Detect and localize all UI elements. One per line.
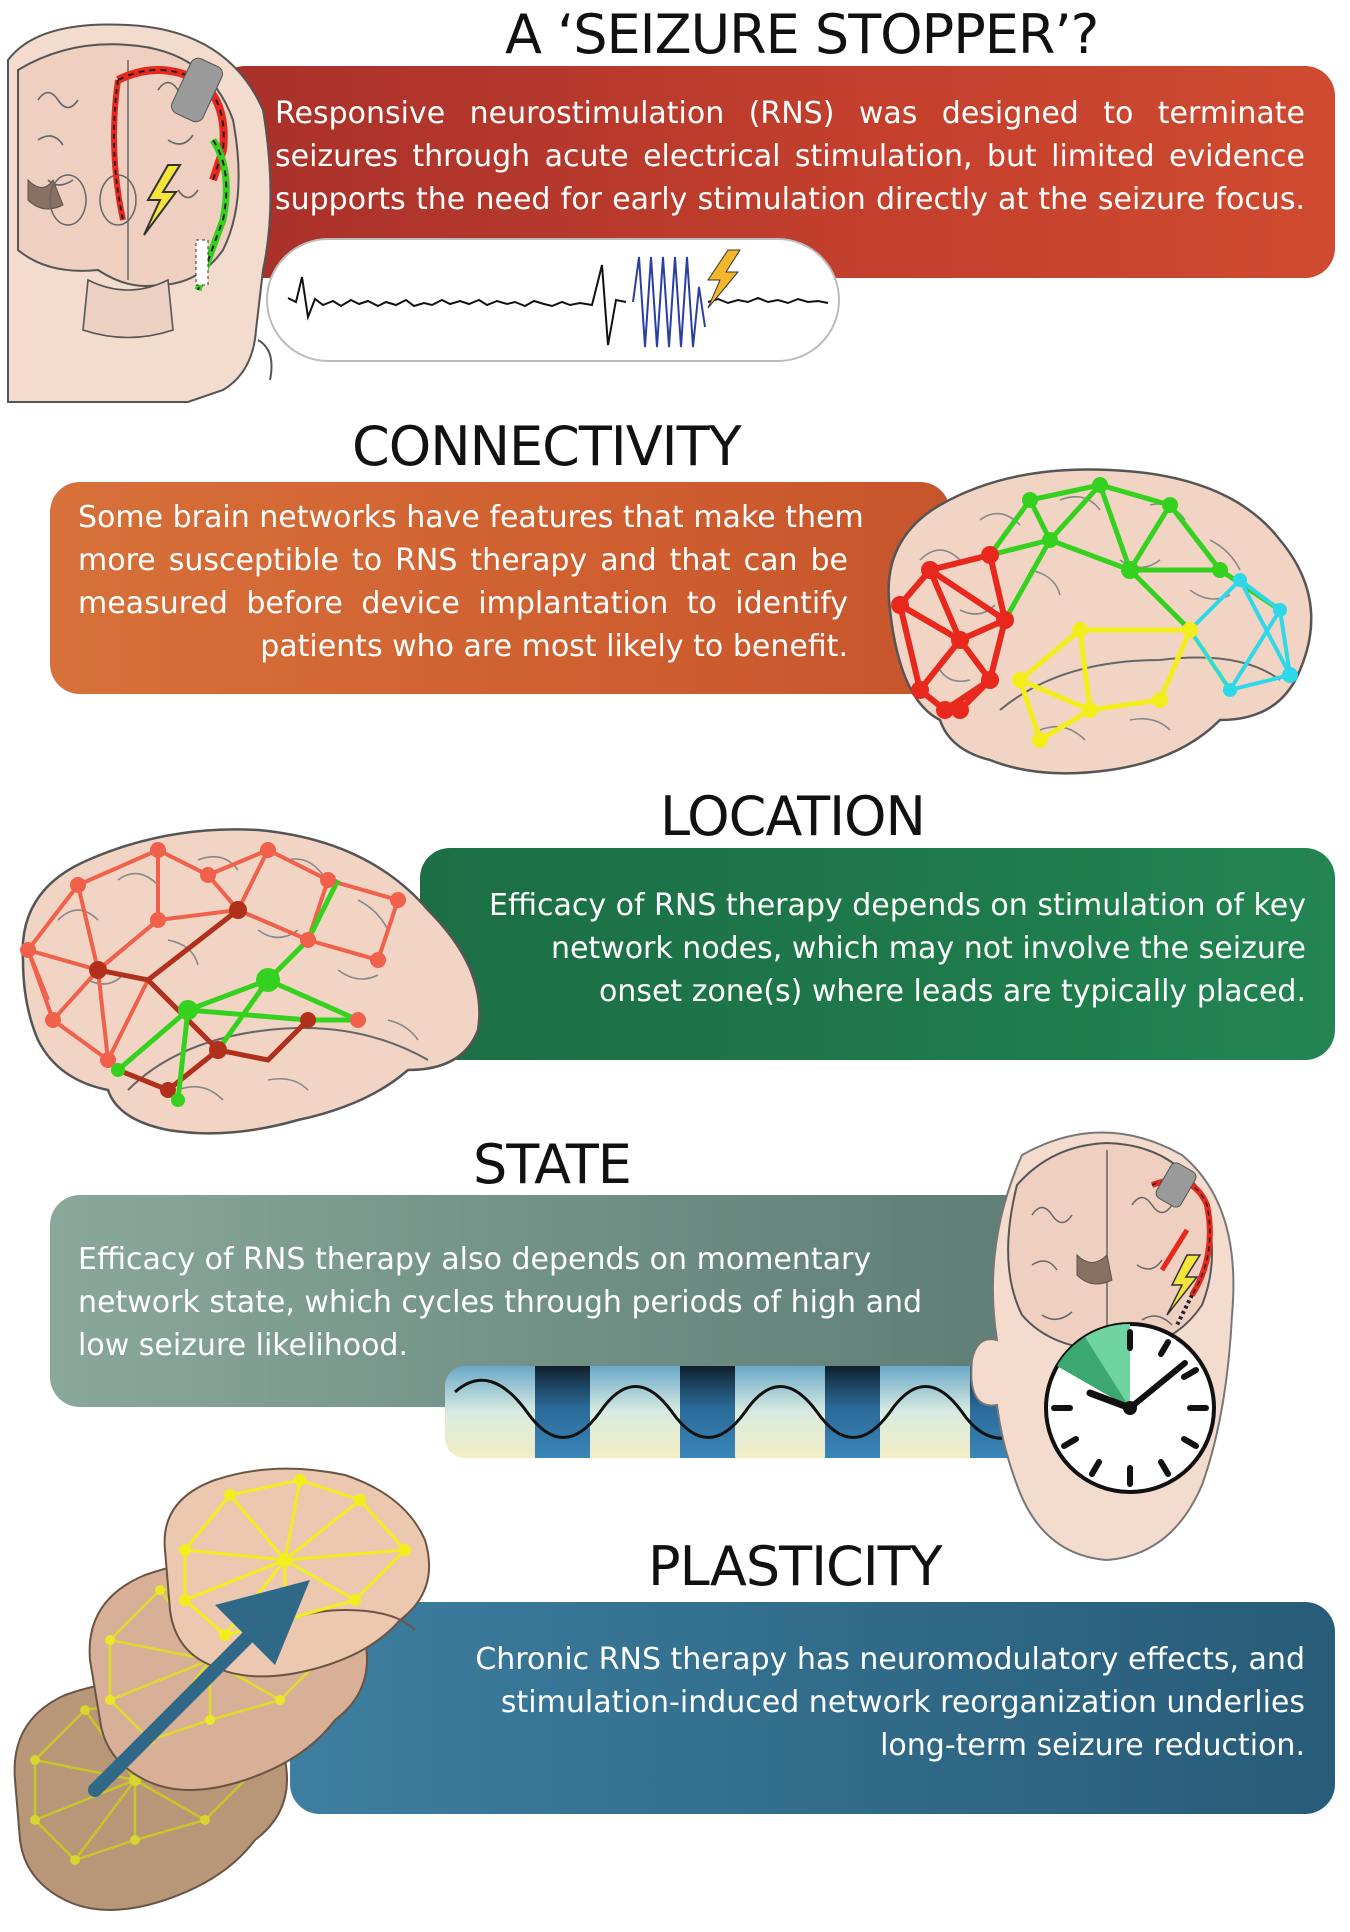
panel-connectivity (50, 482, 950, 694)
text-line: stimulation-induced network reorganizati… (500, 1685, 1305, 1720)
clock-icon (1044, 1322, 1216, 1494)
brain-network-icon (20, 828, 481, 1135)
sine-wave-icon (445, 1366, 1035, 1458)
text-line: Responsive neurostimulation (RNS) was de… (275, 96, 1305, 131)
panel-plasticity (290, 1602, 1335, 1814)
text-line: long-term seizure reduction. (880, 1728, 1305, 1763)
text-line: measured before device implantation to i… (78, 586, 848, 621)
panel-text-connectivity: Some brain networks have features that m… (78, 496, 864, 625)
panel-text-seizure-stopper: Responsive neurostimulation (RNS) was de… (275, 92, 1305, 221)
section-title-connectivity: CONNECTIVITY (352, 415, 742, 478)
panel-text-connectivity-last: patients who are most likely to benefit. (78, 625, 848, 668)
panel-text-location: Efficacy of RNS therapy depends on stimu… (470, 884, 1306, 1013)
arrow-icon (88, 1580, 310, 1797)
text-line: patients who are most likely to benefit. (260, 629, 848, 664)
text-line: seizures through acute electrical stimul… (275, 139, 1305, 174)
text-line: Some brain networks have features that m… (78, 500, 864, 535)
lightning-icon (143, 164, 182, 236)
brain-network-icon (13, 1467, 431, 1911)
text-line: network state, which cycles through peri… (78, 1285, 923, 1320)
panel-location (420, 848, 1335, 1060)
panel-text-plasticity: Chronic RNS therapy has neuromodulatory … (400, 1638, 1305, 1767)
text-line: network nodes, which may not involve the… (550, 931, 1306, 966)
text-line: low seizure likelihood. (78, 1328, 409, 1363)
section-title-state: STATE (473, 1133, 632, 1196)
eeg-trace-icon (287, 249, 829, 348)
panel-text-state: Efficacy of RNS therapy also depends on … (78, 1238, 978, 1367)
section-title-location: LOCATION (660, 785, 926, 848)
text-line: more susceptible to RNS therapy and that… (78, 543, 848, 578)
text-line: Chronic RNS therapy has neuromodulatory … (475, 1642, 1305, 1677)
head-coronal-brain-icon (7, 23, 273, 403)
text-line: Efficacy of RNS therapy depends on stimu… (488, 888, 1306, 923)
text-line: Efficacy of RNS therapy also depends on … (78, 1242, 872, 1277)
text-line: onset zone(s) where leads are typically … (598, 974, 1306, 1009)
section-title-seizure-stopper: A ‘SEIZURE STOPPER’? (505, 3, 1099, 66)
text-line: supports the need for early stimulation … (275, 182, 1305, 217)
section-title-plasticity: PLASTICITY (648, 1535, 943, 1598)
brain-network-icon (887, 468, 1313, 775)
